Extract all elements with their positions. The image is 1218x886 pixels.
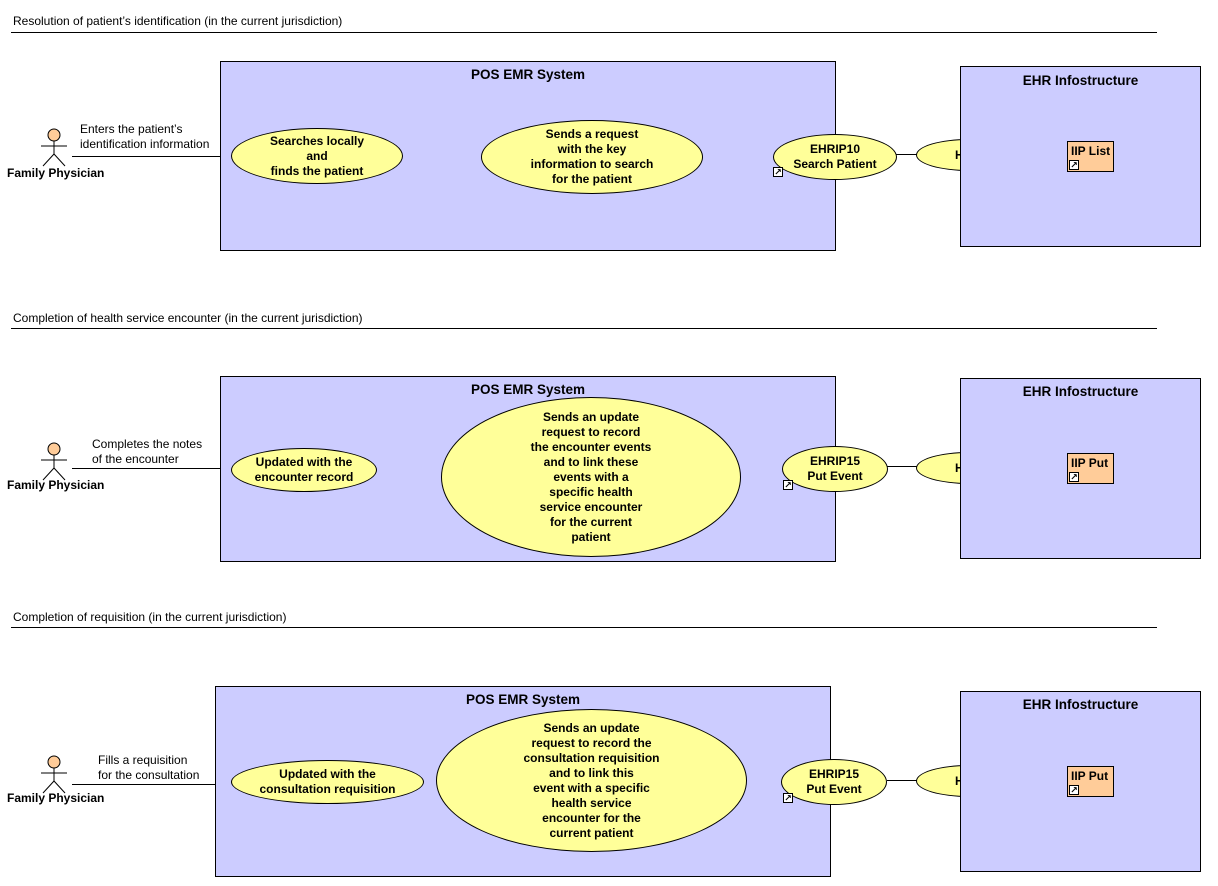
component-label: IIP Put <box>1071 769 1109 783</box>
stick-figure-icon <box>41 128 67 167</box>
use-case-ehrip10[interactable]: EHRIP10 Search Patient <box>773 134 897 180</box>
use-case-ehrip15[interactable]: EHRIP15 Put Event <box>781 759 887 805</box>
section-divider <box>11 328 1157 329</box>
ehr-infostructure-title: EHR Infostructure <box>1022 697 1139 712</box>
pos-emr-system-title: POS EMR System <box>470 382 586 397</box>
ehr-infostructure-title: EHR Infostructure <box>1022 384 1139 399</box>
use-case-ehrip15[interactable]: EHRIP15 Put Event <box>782 446 888 492</box>
section-divider <box>11 627 1157 628</box>
shortcut-arrow-icon: ↗ <box>1069 472 1079 482</box>
pos-emr-system-title: POS EMR System <box>470 67 586 82</box>
use-case-send-update[interactable]: Sends an update request to record the co… <box>436 709 747 852</box>
actor-label: Family Physician <box>7 166 105 180</box>
use-case-update-requisition[interactable]: Updated with the consultation requisitio… <box>231 760 424 804</box>
use-case-send-update[interactable]: Sends an update request to record the en… <box>441 397 741 557</box>
section-title: Resolution of patient’s identification (… <box>13 14 343 28</box>
section-divider <box>11 32 1157 33</box>
shortcut-arrow-icon: ↗ <box>783 793 793 803</box>
connector-line <box>72 156 232 157</box>
ehr-infostructure-title: EHR Infostructure <box>1022 73 1139 88</box>
shortcut-arrow-icon: ↗ <box>1069 160 1079 170</box>
component-label: IIP Put <box>1071 456 1109 470</box>
use-case-send-request[interactable]: Sends a request with the key information… <box>481 120 703 194</box>
pos-emr-system-title: POS EMR System <box>465 692 581 707</box>
component-label: IIP List <box>1071 144 1111 158</box>
actor-label: Family Physician <box>7 478 105 492</box>
actor-action-label: Fills a requisition for the consultation <box>98 753 200 782</box>
section-title: Completion of requisition (in the curren… <box>13 610 287 624</box>
shortcut-arrow-icon: ↗ <box>773 167 783 177</box>
actor-action-label: Completes the notes of the encounter <box>92 437 203 466</box>
connector-line <box>887 466 917 467</box>
connector-line <box>72 468 232 469</box>
use-case-search-locally[interactable]: Searches locally and finds the patient <box>231 128 403 184</box>
stick-figure-icon <box>41 755 67 794</box>
use-case-update-encounter[interactable]: Updated with the encounter record <box>231 448 377 492</box>
ehr-infostructure-box: EHR Infostructure <box>960 378 1201 559</box>
shortcut-arrow-icon: ↗ <box>1069 785 1079 795</box>
actor-action-label: Enters the patient’s identification info… <box>80 122 210 151</box>
connector-line <box>896 154 918 155</box>
stick-figure-icon <box>41 442 67 481</box>
section-title: Completion of health service encounter (… <box>13 311 363 325</box>
shortcut-arrow-icon: ↗ <box>783 480 793 490</box>
connector-line <box>72 784 232 785</box>
actor-label: Family Physician <box>7 791 105 805</box>
connector-line <box>887 780 917 781</box>
